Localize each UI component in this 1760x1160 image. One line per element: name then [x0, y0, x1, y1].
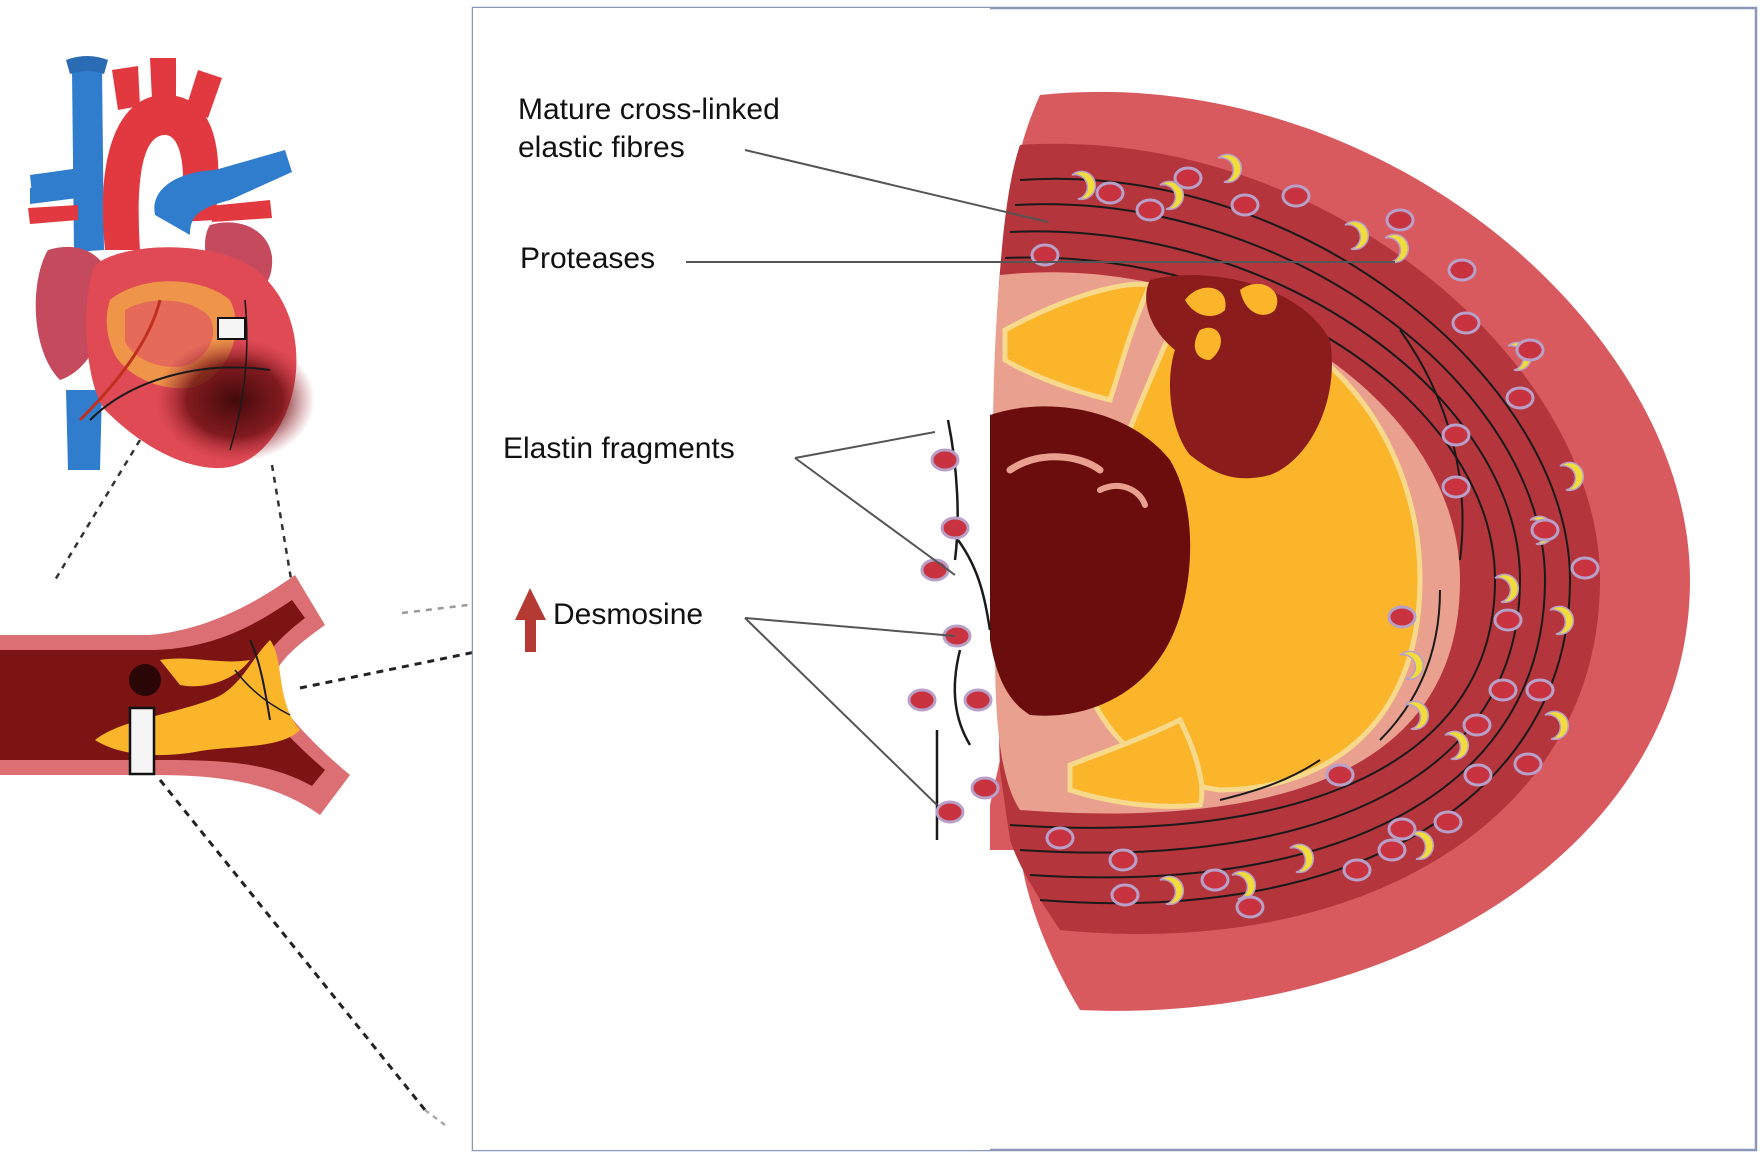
- elastin-fragment: [1095, 181, 1125, 205]
- leader-lines: [686, 149, 1395, 806]
- elastin-fragment: [1433, 810, 1463, 834]
- pulmonary-artery: [154, 150, 292, 235]
- released-fragment: [907, 688, 937, 712]
- protease: [1071, 170, 1097, 201]
- protease: [1159, 875, 1185, 906]
- leader-elastin-a: [794, 431, 936, 459]
- protease: [1494, 573, 1520, 604]
- protease: [1404, 700, 1430, 731]
- elastin-fragment: [1110, 883, 1140, 907]
- elastin-fragment: [1135, 198, 1165, 222]
- protease: [1344, 220, 1370, 251]
- infarct-area: [155, 338, 315, 462]
- proteases-group: [1071, 153, 1585, 906]
- elastin-fragment: [1515, 338, 1545, 362]
- increase-arrow-icon: [515, 588, 546, 652]
- artery-illustration: [0, 575, 350, 815]
- vessel-cross-section: [473, 8, 1690, 1150]
- elastin-fragment: [1173, 166, 1203, 190]
- protease: [1409, 830, 1435, 861]
- elastin-fragment: [1281, 184, 1311, 208]
- label-desmosine: Desmosine: [553, 598, 704, 631]
- protease: [1399, 650, 1425, 681]
- label-mature-fibres-line1: Mature cross-linked: [518, 93, 780, 126]
- elastin-fragment: [1530, 518, 1560, 542]
- released-fragment: [940, 516, 970, 540]
- elastin-fragment: [1377, 838, 1407, 862]
- thrombus: [990, 406, 1191, 716]
- wall-fragments-group: [1030, 166, 1600, 919]
- elastin-fragment: [1387, 605, 1417, 629]
- heart-illustration: [28, 56, 315, 470]
- protease: [1444, 730, 1470, 761]
- elastin-fragment: [1230, 193, 1260, 217]
- released-fragment: [970, 776, 1000, 800]
- leader-desmosine-b: [744, 617, 938, 806]
- label-mature-fibres-line2: elastic fibres: [518, 131, 685, 164]
- protease: [1384, 233, 1410, 264]
- released-fragment: [930, 448, 960, 472]
- elastin-fragment: [1463, 763, 1493, 787]
- vena-cava: [72, 68, 104, 252]
- leader-desmosine-a: [744, 617, 956, 637]
- elastin-fragment: [1570, 556, 1600, 580]
- released-fragment: [963, 688, 993, 712]
- elastin-fragment: [1505, 386, 1535, 410]
- elastin-fragment: [1513, 752, 1543, 776]
- elastin-fragment: [1045, 826, 1075, 850]
- elastin-fragment: [1030, 243, 1060, 267]
- heart-zoom-box: [217, 317, 246, 340]
- label-proteases: Proteases: [520, 242, 656, 275]
- elastin-fragment: [1447, 258, 1477, 282]
- plaque-core-dark: [1146, 275, 1332, 479]
- released-fragment: [935, 800, 965, 824]
- protease: [1549, 605, 1575, 636]
- protease: [1544, 710, 1570, 741]
- protease: [1217, 153, 1243, 184]
- elastin-fragment: [1441, 423, 1471, 447]
- protease: [1559, 461, 1585, 492]
- artery-zoom-box: [128, 706, 156, 776]
- elastin-fragment: [1235, 895, 1265, 919]
- elastin-fragment: [1441, 475, 1471, 499]
- leader-elastin-b: [794, 457, 956, 576]
- elastin-fragment: [1488, 678, 1518, 702]
- elastin-fragment: [1200, 868, 1230, 892]
- elastin-fragment: [1387, 817, 1417, 841]
- protease: [1289, 843, 1315, 874]
- elastin-fragment: [1108, 848, 1138, 872]
- elastin-fragment: [1451, 311, 1481, 335]
- elastin-fragment: [1342, 858, 1372, 882]
- released-fragment: [920, 558, 950, 582]
- elastin-fragment: [1493, 608, 1523, 632]
- label-elastin-fragments: Elastin fragments: [503, 432, 735, 465]
- elastin-fragment: [1462, 713, 1492, 737]
- elastin-fragment: [1385, 208, 1415, 232]
- leader-fibres: [744, 149, 1049, 223]
- elastin-fragment: [1325, 763, 1355, 787]
- elastin-fragment: [1525, 678, 1555, 702]
- inferior-vena-cava: [66, 390, 102, 470]
